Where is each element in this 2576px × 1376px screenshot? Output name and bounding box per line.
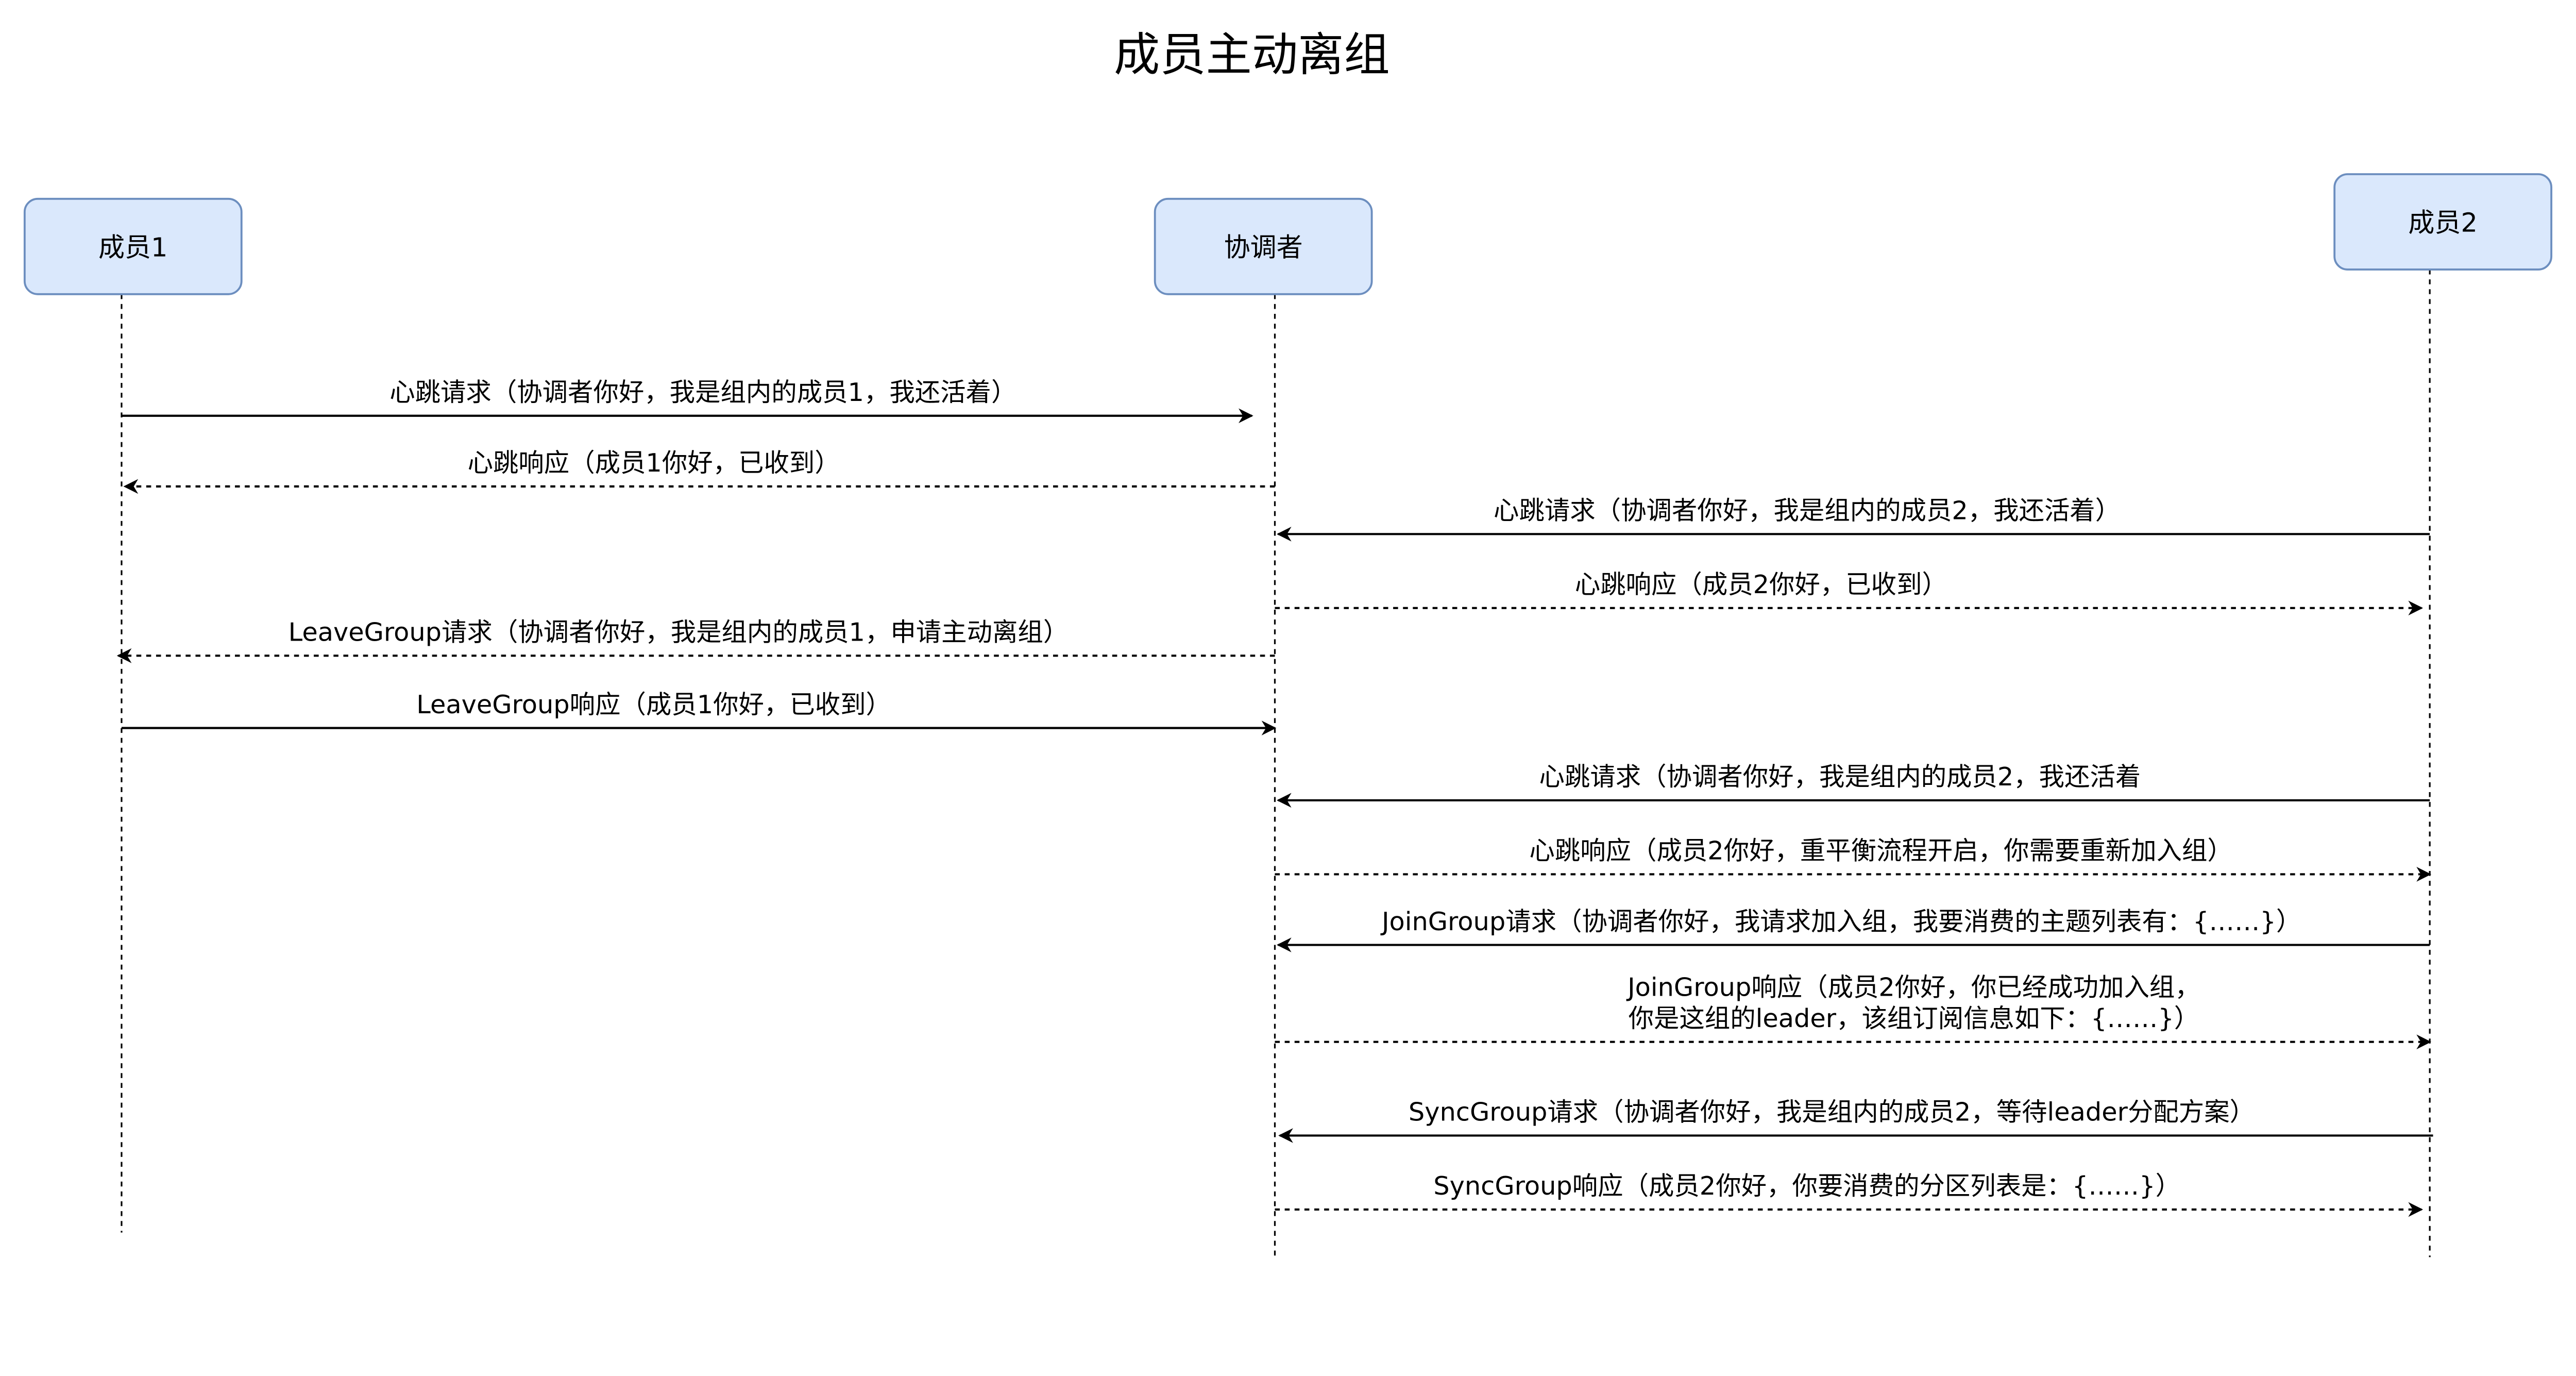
message: 心跳响应（成员2你好，重平衡流程开启，你需要重新加入组） xyxy=(1275,836,2432,882)
participant-label: 协调者 xyxy=(1224,232,1303,263)
message-label: JoinGroup请求（协调者你好，我请求加入组，我要消费的主题列表有：{……}… xyxy=(1380,907,2301,936)
participant-coord: 协调者 xyxy=(1154,197,1373,1257)
message: 心跳响应（成员1你好，已收到） xyxy=(123,448,1275,494)
participant-box xyxy=(23,197,243,295)
participant-label: 成员1 xyxy=(98,232,168,263)
message-label: 心跳响应（成员2你好，已收到） xyxy=(1575,569,1947,599)
message-label: 心跳请求（协调者你好，我是组内的成员2，我还活着 xyxy=(1539,762,2141,792)
message-label: 你是这组的leader，该组订阅信息如下：{……}） xyxy=(1629,1003,2200,1033)
message-label: 心跳响应（成员1你好，已收到） xyxy=(468,448,840,478)
message: JoinGroup请求（协调者你好，我请求加入组，我要消费的主题列表有：{……}… xyxy=(1276,907,2430,952)
message: 心跳请求（协调者你好，我是组内的成员1，我还活着） xyxy=(121,377,1253,424)
message: 心跳响应（成员2你好，已收到） xyxy=(1275,569,2424,616)
message-label: LeaveGroup响应（成员1你好，已收到） xyxy=(416,690,891,719)
message-label: JoinGroup响应（成员2你好，你已经成功加入组， xyxy=(1626,972,2200,1002)
message-label: 心跳请求（协调者你好，我是组内的成员1，我还活着） xyxy=(389,377,1016,407)
participant-box xyxy=(2333,173,2553,271)
message-label: SyncGroup响应（成员2你好，你要消费的分区列表是：{……}） xyxy=(1433,1171,2181,1201)
message: LeaveGroup请求（协调者你好，我是组内的成员1，申请主动离组） xyxy=(116,617,1275,663)
participant-m2: 成员2 xyxy=(2333,173,2553,1257)
message: 心跳请求（协调者你好，我是组内的成员2，我还活着） xyxy=(1276,496,2430,542)
message-label: 心跳响应（成员2你好，重平衡流程开启，你需要重新加入组） xyxy=(1529,836,2232,866)
participant-box xyxy=(1154,197,1373,295)
diagram-title: 成员主动离组 xyxy=(1114,28,1390,82)
message: SyncGroup响应（成员2你好，你要消费的分区列表是：{……}） xyxy=(1275,1171,2424,1217)
participant-label: 成员2 xyxy=(2408,208,2478,239)
message: LeaveGroup响应（成员1你好，已收到） xyxy=(121,690,1277,735)
message: JoinGroup响应（成员2你好，你已经成功加入组，你是这组的leader，该… xyxy=(1275,972,2432,1050)
participant-m1: 成员1 xyxy=(23,197,243,1233)
message: 心跳请求（协调者你好，我是组内的成员2，我还活着 xyxy=(1276,762,2430,808)
sequence-diagram: 成员主动离组 成员1 协调者 成员2 心跳请求（协调者你好，我是组内的成员1，我还活… xyxy=(23,28,2553,1257)
message: SyncGroup请求（协调者你好，我是组内的成员2，等待leader分配方案） xyxy=(1278,1097,2433,1143)
message-label: SyncGroup请求（协调者你好，我是组内的成员2，等待leader分配方案） xyxy=(1409,1097,2255,1127)
message-label: 心跳请求（协调者你好，我是组内的成员2，我还活着） xyxy=(1494,496,2121,526)
message-label: LeaveGroup请求（协调者你好，我是组内的成员1，申请主动离组） xyxy=(289,617,1069,647)
